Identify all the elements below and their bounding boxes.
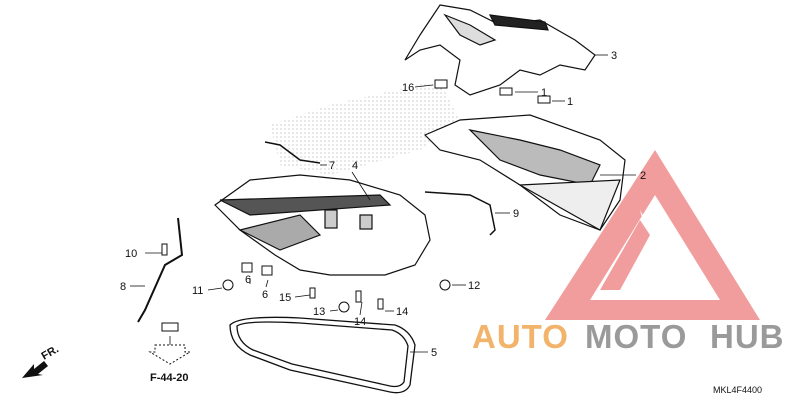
label-part-8: 8	[120, 281, 126, 293]
watermark-hub: HUB	[710, 318, 785, 355]
label-part-11: 11	[192, 285, 203, 297]
rod-8-part	[137, 217, 184, 323]
label-part-10: 10	[125, 248, 137, 260]
reference-arrow	[148, 344, 192, 365]
label-part-1b: 1	[567, 96, 573, 108]
label-part-3: 3	[611, 50, 617, 62]
middle-cover-part	[423, 114, 626, 231]
diagram-code: MKL4F4400	[713, 385, 762, 395]
leader-lines	[130, 54, 636, 353]
bracket-7-part	[264, 141, 321, 164]
label-part-14a: 14	[354, 316, 366, 328]
inner-box-part	[214, 174, 431, 276]
label-part-9: 9	[513, 208, 519, 220]
reference-label: F-44-20	[150, 372, 189, 384]
label-part-13: 13	[313, 306, 325, 318]
seal-ring-part	[229, 316, 416, 394]
label-part-4: 4	[352, 160, 358, 172]
label-part-6a: 6	[245, 274, 251, 286]
direction-label: FR.	[40, 343, 61, 362]
label-part-6b: 6	[262, 289, 268, 301]
label-part-14b: 14	[396, 306, 408, 318]
watermark-auto: AUTO	[472, 318, 569, 355]
watermark-text: AUTO MOTO HUB	[472, 318, 785, 355]
label-part-12: 12	[468, 280, 480, 292]
bracket-9-part	[424, 191, 496, 236]
label-part-5: 5	[431, 347, 437, 359]
top-cover-part	[404, 4, 596, 96]
shaded-area	[270, 80, 460, 175]
label-part-7: 7	[329, 160, 335, 172]
watermark-logo	[545, 150, 760, 320]
part-labels: 3 1 1 16 2 7 4 9 10 8 11 6 6 12 15 13 14…	[40, 50, 763, 395]
fasteners	[161, 79, 551, 332]
label-part-16: 16	[402, 82, 414, 94]
watermark-moto: MOTO	[585, 318, 687, 355]
label-part-2: 2	[640, 170, 646, 182]
front-direction-icon	[22, 361, 48, 378]
label-part-1a: 1	[541, 87, 547, 99]
label-part-15: 15	[279, 292, 291, 304]
